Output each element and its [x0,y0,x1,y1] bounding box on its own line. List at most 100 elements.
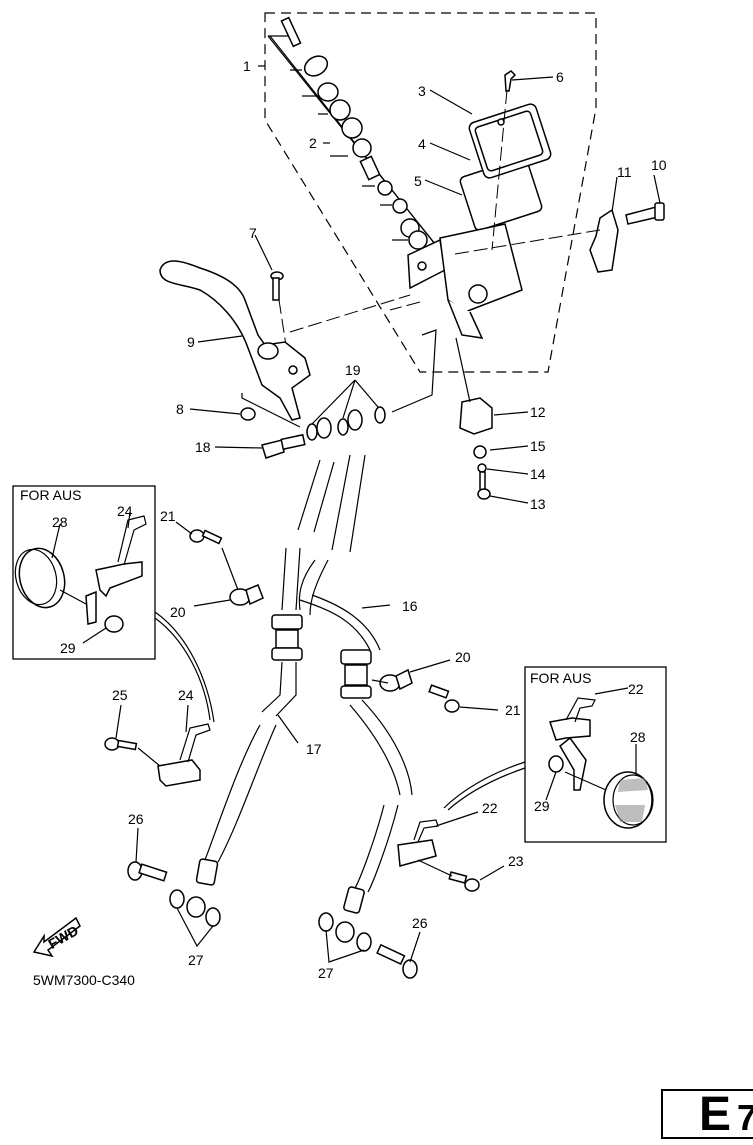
pivot-bolt-7 [270,271,284,301]
callout-23: 23 [508,853,524,869]
leader-18 [214,446,263,449]
callout-28-inset-left: 28 [52,514,68,530]
page-id-number: 7 [737,1097,753,1138]
leader-8 [189,393,301,428]
callout-15: 15 [530,438,546,454]
bolt-25 [104,737,138,751]
leaders-24-25 [115,704,189,767]
inset-label-left: FOR AUS [20,487,82,503]
callout-9: 9 [187,334,195,350]
callout-28-inset-right: 28 [630,729,646,745]
bolt-21-upper [189,529,223,545]
leaders-20-21-lower [371,659,499,711]
leaders-inset-right [545,687,637,801]
leader-9 [197,335,243,343]
callout-24-main: 24 [178,687,194,703]
washers-27-left [169,889,221,927]
brake-switch [459,397,493,500]
hose-clamp-20-lower [379,668,413,692]
inset-pointer-left [154,611,215,723]
nut-29-right [548,755,564,773]
bracket-22-right [549,697,596,791]
callout-26-left: 26 [128,811,144,827]
callout-20-upper: 20 [170,604,186,620]
master-cylinder-piston-kit [280,16,428,250]
leaders-26-27-right [325,929,421,963]
callout-7: 7 [249,225,257,241]
callout-5: 5 [414,173,422,189]
leaders-22-23 [417,811,505,881]
union-bolt-26-left [127,861,168,882]
callout-2: 2 [309,135,317,151]
holder-bracket-11 [589,202,665,273]
callout-26-right: 26 [412,915,428,931]
callout-11: 11 [617,164,632,180]
leaders-16-17 [277,604,391,744]
callout-25: 25 [112,687,128,703]
leaders-26-27-left [135,827,214,948]
inset-box-left [12,485,156,660]
leader-1 [258,35,441,251]
callout-3: 3 [418,83,426,99]
bolt-23 [448,871,480,892]
inset-label-right: FOR AUS [530,670,592,686]
page-id-box: E 7 [661,1088,753,1141]
callout-21-upper: 21 [160,508,176,524]
callout-13: 13 [530,496,546,512]
bolt7-axis [278,299,290,366]
screw-axis-6 [491,89,508,251]
bracket-24-left [85,515,147,625]
callout-27-left: 27 [188,952,204,968]
callout-22-inset: 22 [628,681,644,697]
union-bolt-26-right [376,943,418,979]
copper-washers-19 [306,406,386,441]
nut-29-left [104,615,124,633]
leaders-12-15 [455,337,529,504]
assembly-outline [264,12,597,373]
piston-ticks [290,69,408,241]
callout-12: 12 [530,404,546,420]
callout-10: 10 [651,157,667,173]
washers-27-right [318,912,372,952]
fwd-arrow-icon: FWD [32,916,81,958]
lever-axis [289,294,421,333]
hose-clamp-20-upper [229,584,264,606]
leader-7 [254,234,273,271]
union-bolt-18 [261,433,306,459]
hose-path-12 [391,329,437,413]
callout-29-inset-right: 29 [534,798,550,814]
piston-guide-line [269,35,439,249]
brake-lever [159,260,311,421]
leader-19 [311,379,379,425]
drawing-code: 5WM7300-C340 [33,972,135,988]
brake-hoses [195,454,413,914]
bolt-21-lower [428,684,460,713]
callout-24-inset: 24 [117,503,133,519]
reservoir-cap-assembly [459,70,552,231]
reflector-28-left [14,547,66,609]
callout-6: 6 [556,69,564,85]
callout-14: 14 [530,466,546,482]
bracket-22-main [397,819,439,867]
leaders-3-6 [424,76,554,196]
callout-16: 16 [402,598,418,614]
callout-17: 17 [306,741,322,757]
leaders-inset-left [51,511,131,644]
callout-21-lower: 21 [505,702,521,718]
callout-4: 4 [418,136,426,152]
page-id-letter: E [699,1088,731,1141]
callout-20-lower: 20 [455,649,471,665]
inset-box-right [524,666,667,843]
bracket-axis [454,229,601,255]
reflector-28-right [603,771,654,829]
inset-pointer-right [443,761,526,811]
leaders-20-21-upper [175,521,239,607]
callout-18: 18 [195,439,211,455]
callout-1: 1 [243,58,251,74]
callout-29-inset-left: 29 [60,640,76,656]
bracket-24-main [157,723,211,787]
callout-22-main: 22 [482,800,498,816]
nut-8 [240,407,256,421]
callout-8: 8 [176,401,184,417]
